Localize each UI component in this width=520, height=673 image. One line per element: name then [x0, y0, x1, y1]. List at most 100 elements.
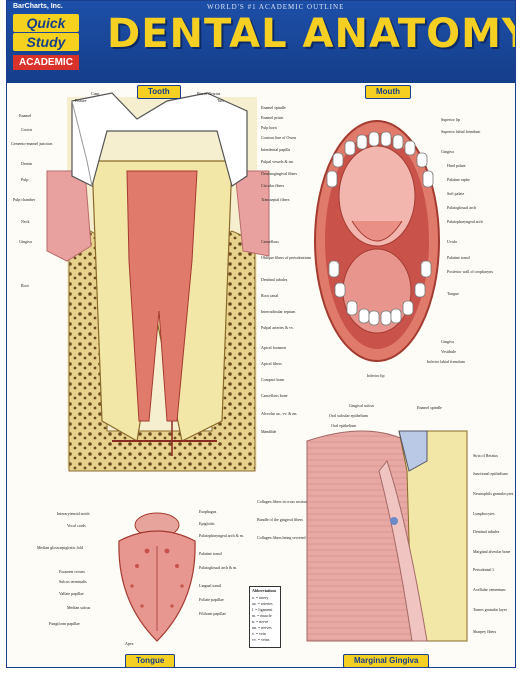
tooth-label: Dentinogingival fibers: [261, 171, 297, 176]
section-mouth: Mouth: [365, 85, 411, 99]
tongue-label: Foliate papillae: [199, 597, 224, 602]
legend-item: aa. = arteries: [252, 601, 273, 606]
gingiva-label: Enamel spindle: [417, 405, 442, 410]
legend-item: vv. = veins: [252, 637, 269, 642]
tooth-label: Interradicular septum: [261, 309, 295, 314]
tongue-label: Palatine tonsil: [199, 551, 222, 556]
mouth-illustration: [315, 121, 439, 361]
tongue-label: Median sulcus: [67, 605, 90, 610]
gingiva-label: Acellular cementum: [473, 587, 506, 592]
legend-item: v. = vein: [252, 631, 266, 636]
tooth-label: Dentinal tubules: [261, 277, 287, 282]
tongue-illustration: [119, 513, 195, 641]
tongue-label: Apex: [125, 641, 134, 646]
tooth-label: Cancellous bone: [261, 393, 288, 398]
gingiva-label: Collagen fibers being secreted: [257, 535, 306, 540]
tooth-label: Dentin: [21, 161, 32, 166]
mouth-label: Posterior wall of oropharynx: [447, 269, 493, 274]
tongue-label: Median glossoepiglottic fold: [37, 545, 83, 550]
section-tongue: Tongue: [125, 654, 175, 668]
tongue-label: Lingual tonsil: [199, 583, 221, 588]
mouth-label: Palatoglossal arch: [447, 205, 476, 210]
gingiva-label: Sharpey fibers: [473, 629, 496, 634]
gingiva-label: Collagen fibers in cross section: [257, 499, 307, 504]
tooth-label: Pulp horn: [261, 125, 277, 130]
mouth-label: Inferior labial frenulum: [427, 359, 465, 364]
tooth-label: Oblique fibers of periodontium: [261, 255, 311, 260]
tooth-label: Tuft: [217, 98, 224, 103]
tooth-label: Pulp: [21, 177, 28, 182]
gingiva-label: Oral sulcular epithelium: [329, 413, 368, 418]
mouth-label: Hard palate: [447, 163, 466, 168]
tongue-label: Sulcus terminalis: [59, 579, 87, 584]
section-tooth: Tooth: [137, 85, 181, 99]
tooth-label: Pulpal vessels & nn.: [261, 159, 294, 164]
tooth-label: Pulpal arteries & vv.: [261, 325, 294, 330]
abbreviations-legend: Abbreviations a. = artery aa. = arteries…: [249, 586, 281, 648]
legend-item: nn. = nerves: [252, 625, 272, 630]
tooth-label: Transseptal fibers: [261, 197, 289, 202]
gingiva-label: Lymphocytes: [473, 511, 495, 516]
mouth-label: Soft palate: [447, 191, 464, 196]
tooth-label: Cancellous: [261, 239, 279, 244]
mouth-label: Uvula: [447, 239, 457, 244]
tooth-label: Crown: [21, 127, 32, 132]
gingiva-label: Oral epithelium: [331, 423, 356, 428]
section-gingiva: Marginal Gingiva: [343, 654, 429, 668]
gingiva-label: Dentinal tubules: [473, 529, 499, 534]
tongue-label: Fungiform papillae: [49, 621, 80, 626]
tongue-label: Epiglottis: [199, 521, 215, 526]
gingiva-label: Tomes granular layer: [473, 607, 507, 612]
tooth-label: Pits of Retzius: [197, 91, 220, 96]
mouth-label: Tongue: [447, 291, 459, 296]
mouth-label: Vestibule: [441, 349, 456, 354]
tooth-label: Enamel: [19, 113, 31, 118]
mouth-label: Gingiva: [441, 339, 454, 344]
mouth-label: Palatine tonsil: [447, 255, 470, 260]
tongue-label: Filiform papillae: [199, 611, 226, 616]
tongue-label: Vallate papillae: [59, 591, 84, 596]
tooth-label: Interdental papilla: [261, 147, 290, 152]
mouth-label: Palatopharyngeal arch: [447, 219, 483, 224]
mouth-label: Superior labial frenulum: [441, 129, 480, 134]
tooth-label: Gingiva: [19, 239, 32, 244]
tooth-label: Apical foramen: [261, 345, 286, 350]
tooth-label: Cemento-enamel junction: [11, 141, 52, 146]
tooth-illustration: [47, 93, 269, 471]
gingiva-label: Gingival sulcus: [349, 403, 374, 408]
legend-title: Abbreviations: [252, 588, 276, 593]
tooth-label: Cusp: [91, 91, 99, 96]
tooth-label: Compact bone: [261, 377, 284, 382]
tongue-label: Palatoglossal arch & m.: [199, 565, 237, 570]
tooth-label: Mandible: [261, 429, 276, 434]
tongue-label: Interarytenoid notch: [57, 511, 90, 516]
tooth-label: Enamel spindle: [261, 105, 286, 110]
gingiva-label: Periodontal l.: [473, 567, 495, 572]
tooth-label: Root: [21, 283, 29, 288]
tooth-label: Apical fibers: [261, 361, 282, 366]
tooth-label: Fissure: [75, 98, 87, 103]
gingiva-label: Stria of Retzius: [473, 453, 498, 458]
tongue-label: Vocal cords: [67, 523, 86, 528]
gingiva-illustration: [307, 431, 467, 641]
mouth-label: Superior lip: [441, 117, 460, 122]
gingiva-label: Bundle of the gingival fibers: [257, 517, 303, 522]
legend-item: n. = nerve: [252, 619, 268, 624]
tooth-label: Contour line of Owen: [261, 135, 296, 140]
tooth-label: Pulp chamber: [13, 197, 35, 202]
tooth-label: Neck: [21, 219, 29, 224]
gingiva-label: Neutrophils granulocytes: [473, 491, 513, 496]
tongue-label: Esophagus: [199, 509, 216, 514]
tooth-label: Enamel prism: [261, 115, 283, 120]
mouth-label: Palatine raphe: [447, 177, 470, 182]
mouth-label: Inferior lip: [367, 373, 384, 378]
gingiva-label: Marginal alveolar bone: [473, 549, 510, 554]
gingiva-label: Junctional epithelium: [473, 471, 508, 476]
mouth-label: Gingiva: [441, 149, 454, 154]
tooth-label: Circular fibers: [261, 183, 284, 188]
tooth-label: Alveolar aa., vv. & nn.: [261, 411, 297, 416]
legend-item: m. = muscle: [252, 613, 272, 618]
legend-item: l. = ligament: [252, 607, 272, 612]
tongue-label: Palatopharyngeal arch & m.: [199, 533, 244, 538]
tongue-label: Foramen cecum: [59, 569, 85, 574]
